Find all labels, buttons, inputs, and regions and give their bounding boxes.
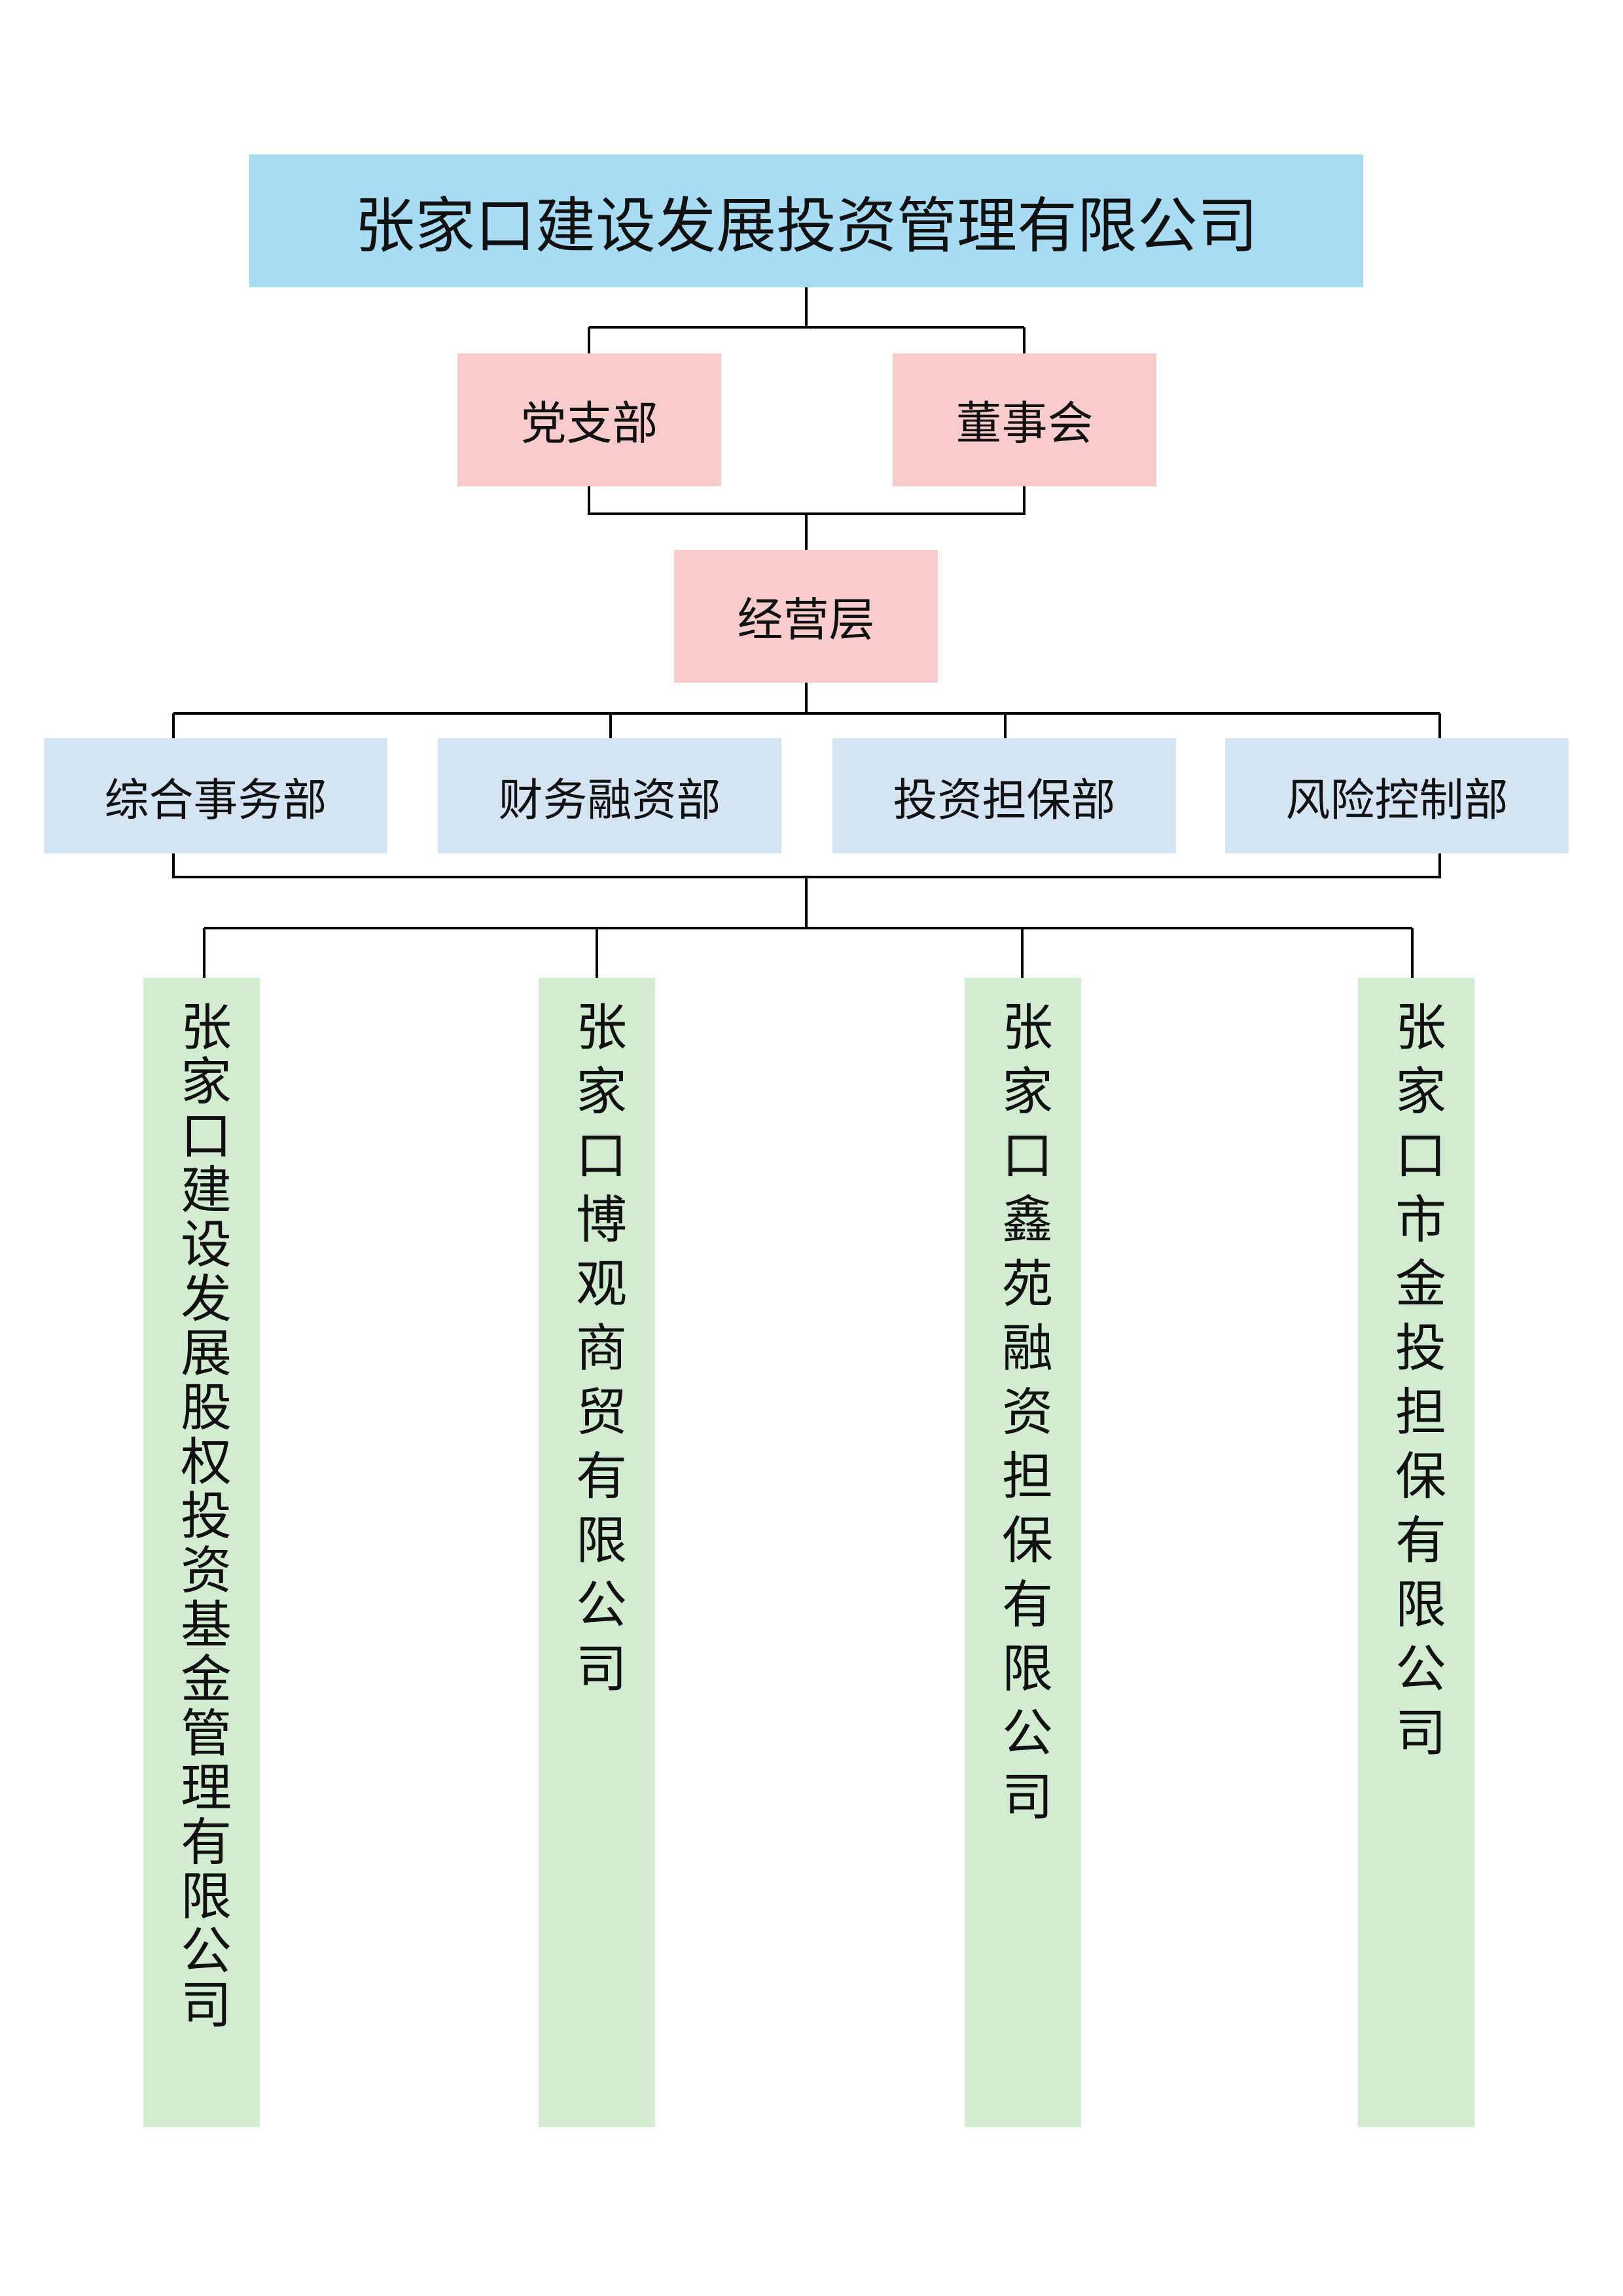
connector-departments-bracket (172, 853, 1441, 928)
management-label: 经营层 (737, 593, 875, 647)
subsidiary-box: 张家口建设发展股权投资基金管理有限公司 (143, 978, 260, 2127)
department-label: 财务融资部 (498, 774, 721, 827)
board-label: 董事会 (955, 397, 1094, 450)
subsidiary-box: 张家口博观商贸有限公司 (539, 978, 655, 2127)
connector-management-departments (172, 683, 1441, 738)
company-name: 张家口建设发展投资管理有限公司 (354, 191, 1258, 261)
board-box: 董事会 (893, 353, 1156, 486)
subsidiary-box: 张家口鑫苑融资担保有限公司 (965, 978, 1081, 2127)
department-box: 风险控制部 (1225, 738, 1569, 853)
department-label: 风险控制部 (1285, 774, 1508, 827)
party-branch-box: 党支部 (457, 353, 721, 486)
department-box: 财务融资部 (438, 738, 781, 853)
company-box: 张家口建设发展投资管理有限公司 (249, 154, 1363, 287)
subsidiary-label: 张家口建设发展股权投资基金管理有限公司 (172, 1000, 231, 2032)
department-box: 综合事务部 (44, 738, 387, 853)
connector-governance-management (588, 486, 1026, 550)
subsidiary-label: 张家口鑫苑融资担保有限公司 (993, 1000, 1052, 1834)
connector-subsidiaries (203, 927, 1414, 978)
subsidiary-label: 张家口博观商贸有限公司 (567, 1000, 626, 1706)
connector-company-governance (588, 287, 1026, 353)
department-label: 投资担保部 (893, 774, 1116, 827)
party-branch-label: 党支部 (520, 397, 658, 450)
department-box: 投资担保部 (832, 738, 1176, 853)
management-box: 经营层 (674, 550, 938, 683)
department-label: 综合事务部 (104, 774, 327, 827)
subsidiary-label: 张家口市金投担保有限公司 (1387, 1000, 1446, 1770)
subsidiary-box: 张家口市金投担保有限公司 (1358, 978, 1474, 2127)
